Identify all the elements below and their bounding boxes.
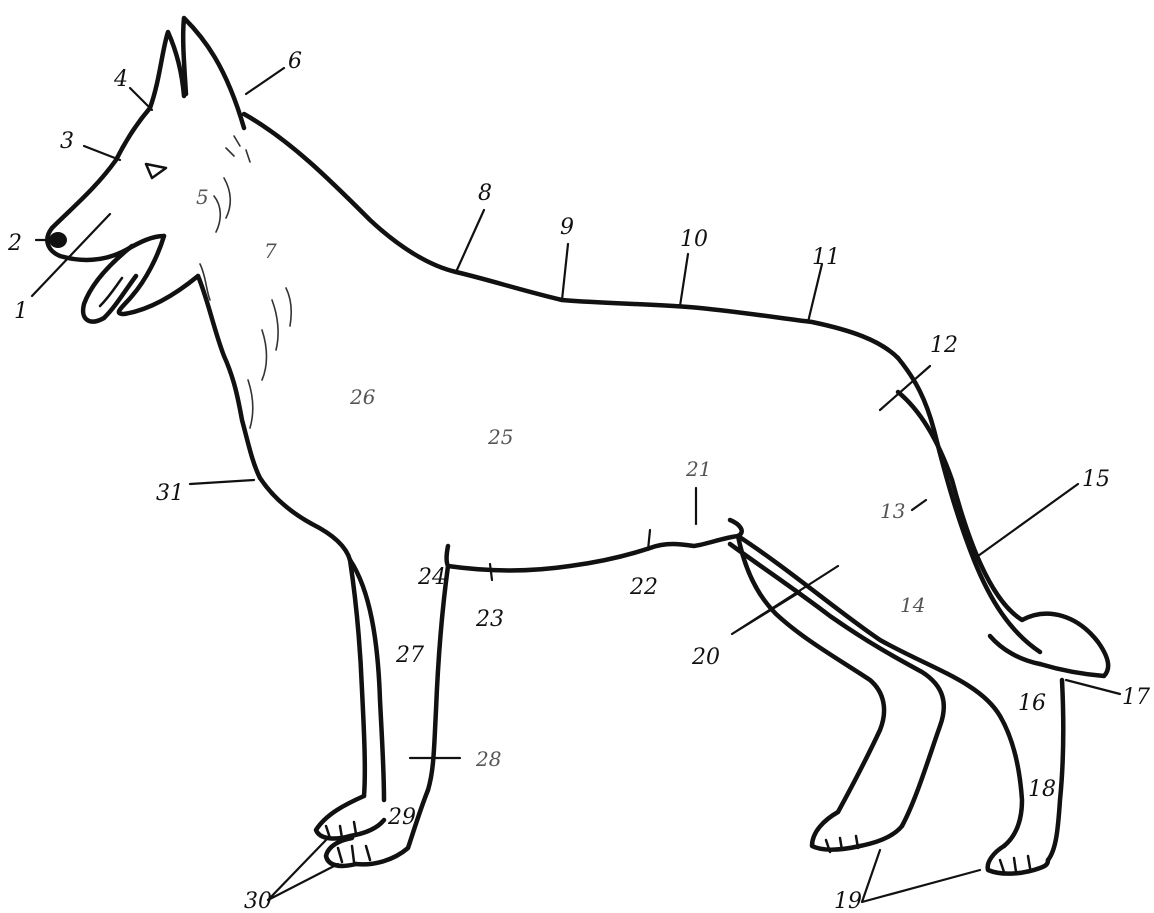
label-4: 4 — [113, 67, 128, 92]
hind-right-leg-back — [1048, 680, 1063, 860]
neck-front — [198, 276, 260, 478]
ear-base-fur — [226, 136, 250, 162]
label-27: 27 — [395, 643, 424, 668]
tail-upper — [898, 392, 1108, 676]
front-right-toes — [338, 846, 370, 862]
label-3: 3 — [60, 129, 74, 154]
label-18: 18 — [1028, 777, 1056, 802]
chest-fur — [248, 288, 291, 428]
label-5: 5 — [196, 185, 209, 209]
hind-right-toes — [1000, 856, 1030, 872]
hind-left-leg-back — [730, 544, 944, 826]
label-13: 13 — [880, 499, 905, 523]
label-30: 30 — [244, 889, 272, 913]
belly — [448, 536, 738, 571]
hind-left-leg-front — [738, 536, 884, 812]
elbow — [447, 546, 449, 566]
nose-tip — [49, 232, 67, 248]
label-9: 9 — [560, 215, 574, 240]
label-24: 24 — [417, 565, 446, 590]
label-2: 2 — [7, 231, 22, 256]
label-28: 28 — [475, 747, 501, 771]
label-17: 17 — [1122, 685, 1150, 710]
label-21: 21 — [685, 457, 711, 481]
hind-right-paw — [988, 846, 1048, 874]
skull-line — [52, 108, 150, 228]
label-14: 14 — [900, 593, 925, 617]
label-23: 23 — [475, 607, 504, 632]
label-31: 31 — [156, 481, 184, 506]
label-29: 29 — [387, 805, 416, 830]
dog-outline — [47, 18, 1108, 874]
flank-fold — [730, 520, 742, 536]
label-6: 6 — [288, 49, 302, 74]
front-left-leg-front — [350, 560, 365, 796]
left-ear — [150, 32, 184, 108]
label-11: 11 — [812, 245, 840, 270]
label-22: 22 — [629, 575, 658, 600]
label-8: 8 — [478, 181, 492, 206]
label-1: 1 — [14, 299, 28, 324]
label-20: 20 — [691, 645, 720, 670]
front-left-paw — [316, 796, 384, 838]
label-26: 26 — [349, 385, 376, 409]
right-ear — [183, 18, 244, 128]
eye — [146, 164, 166, 178]
labels: 1 2 3 4 5 6 7 8 9 10 11 12 13 14 15 16 1… — [7, 49, 1150, 913]
label-7: 7 — [264, 239, 277, 263]
label-25: 25 — [487, 425, 513, 449]
label-12: 12 — [930, 333, 958, 358]
label-19: 19 — [834, 889, 862, 913]
chest — [260, 478, 350, 560]
tail-lower — [990, 636, 1040, 664]
label-15: 15 — [1082, 467, 1110, 492]
label-10: 10 — [680, 227, 708, 252]
label-16: 16 — [1018, 691, 1046, 716]
front-right-leg-back — [428, 566, 448, 790]
